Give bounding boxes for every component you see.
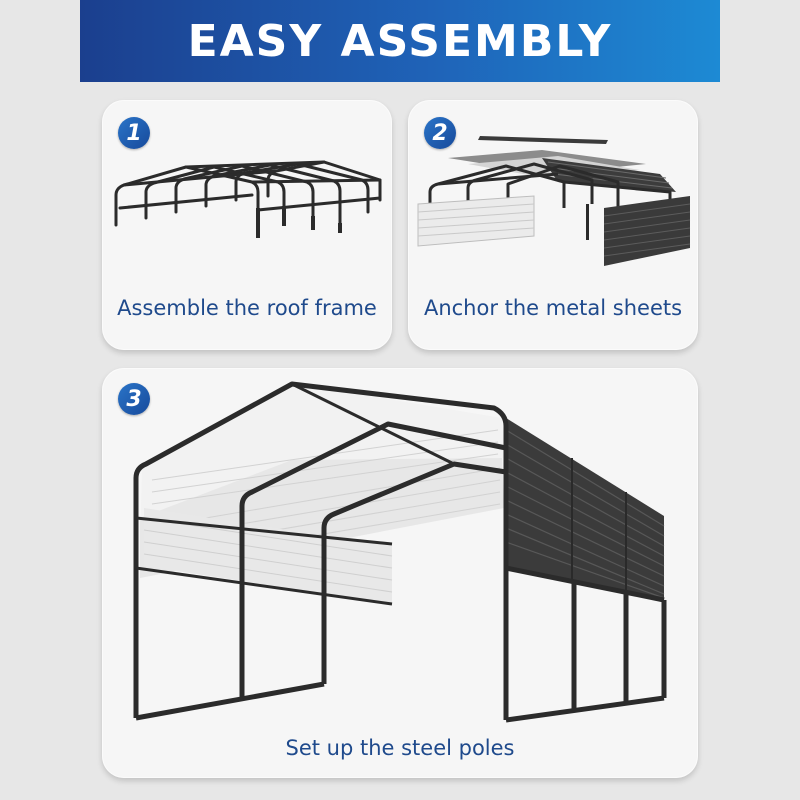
header-banner: EASY ASSEMBLY <box>80 0 720 82</box>
metal-sheets-illustration <box>417 136 691 266</box>
page-title: EASY ASSEMBLY <box>187 15 613 67</box>
step-1-caption: Assemble the roof frame <box>117 296 377 320</box>
step-card-1: 1 Assemble the roof frame <box>102 100 392 350</box>
step-2-badge: 2 <box>424 117 456 149</box>
carport-illustration <box>133 381 667 723</box>
step-3-caption: Set up the steel poles <box>285 736 515 760</box>
step-1-badge: 1 <box>118 117 150 149</box>
step-card-2: 2 <box>408 100 698 350</box>
step-card-3: 3 <box>102 368 698 778</box>
step-3-badge: 3 <box>118 383 150 415</box>
roof-frame-illustration <box>114 160 382 238</box>
step-2-caption: Anchor the metal sheets <box>423 296 683 320</box>
